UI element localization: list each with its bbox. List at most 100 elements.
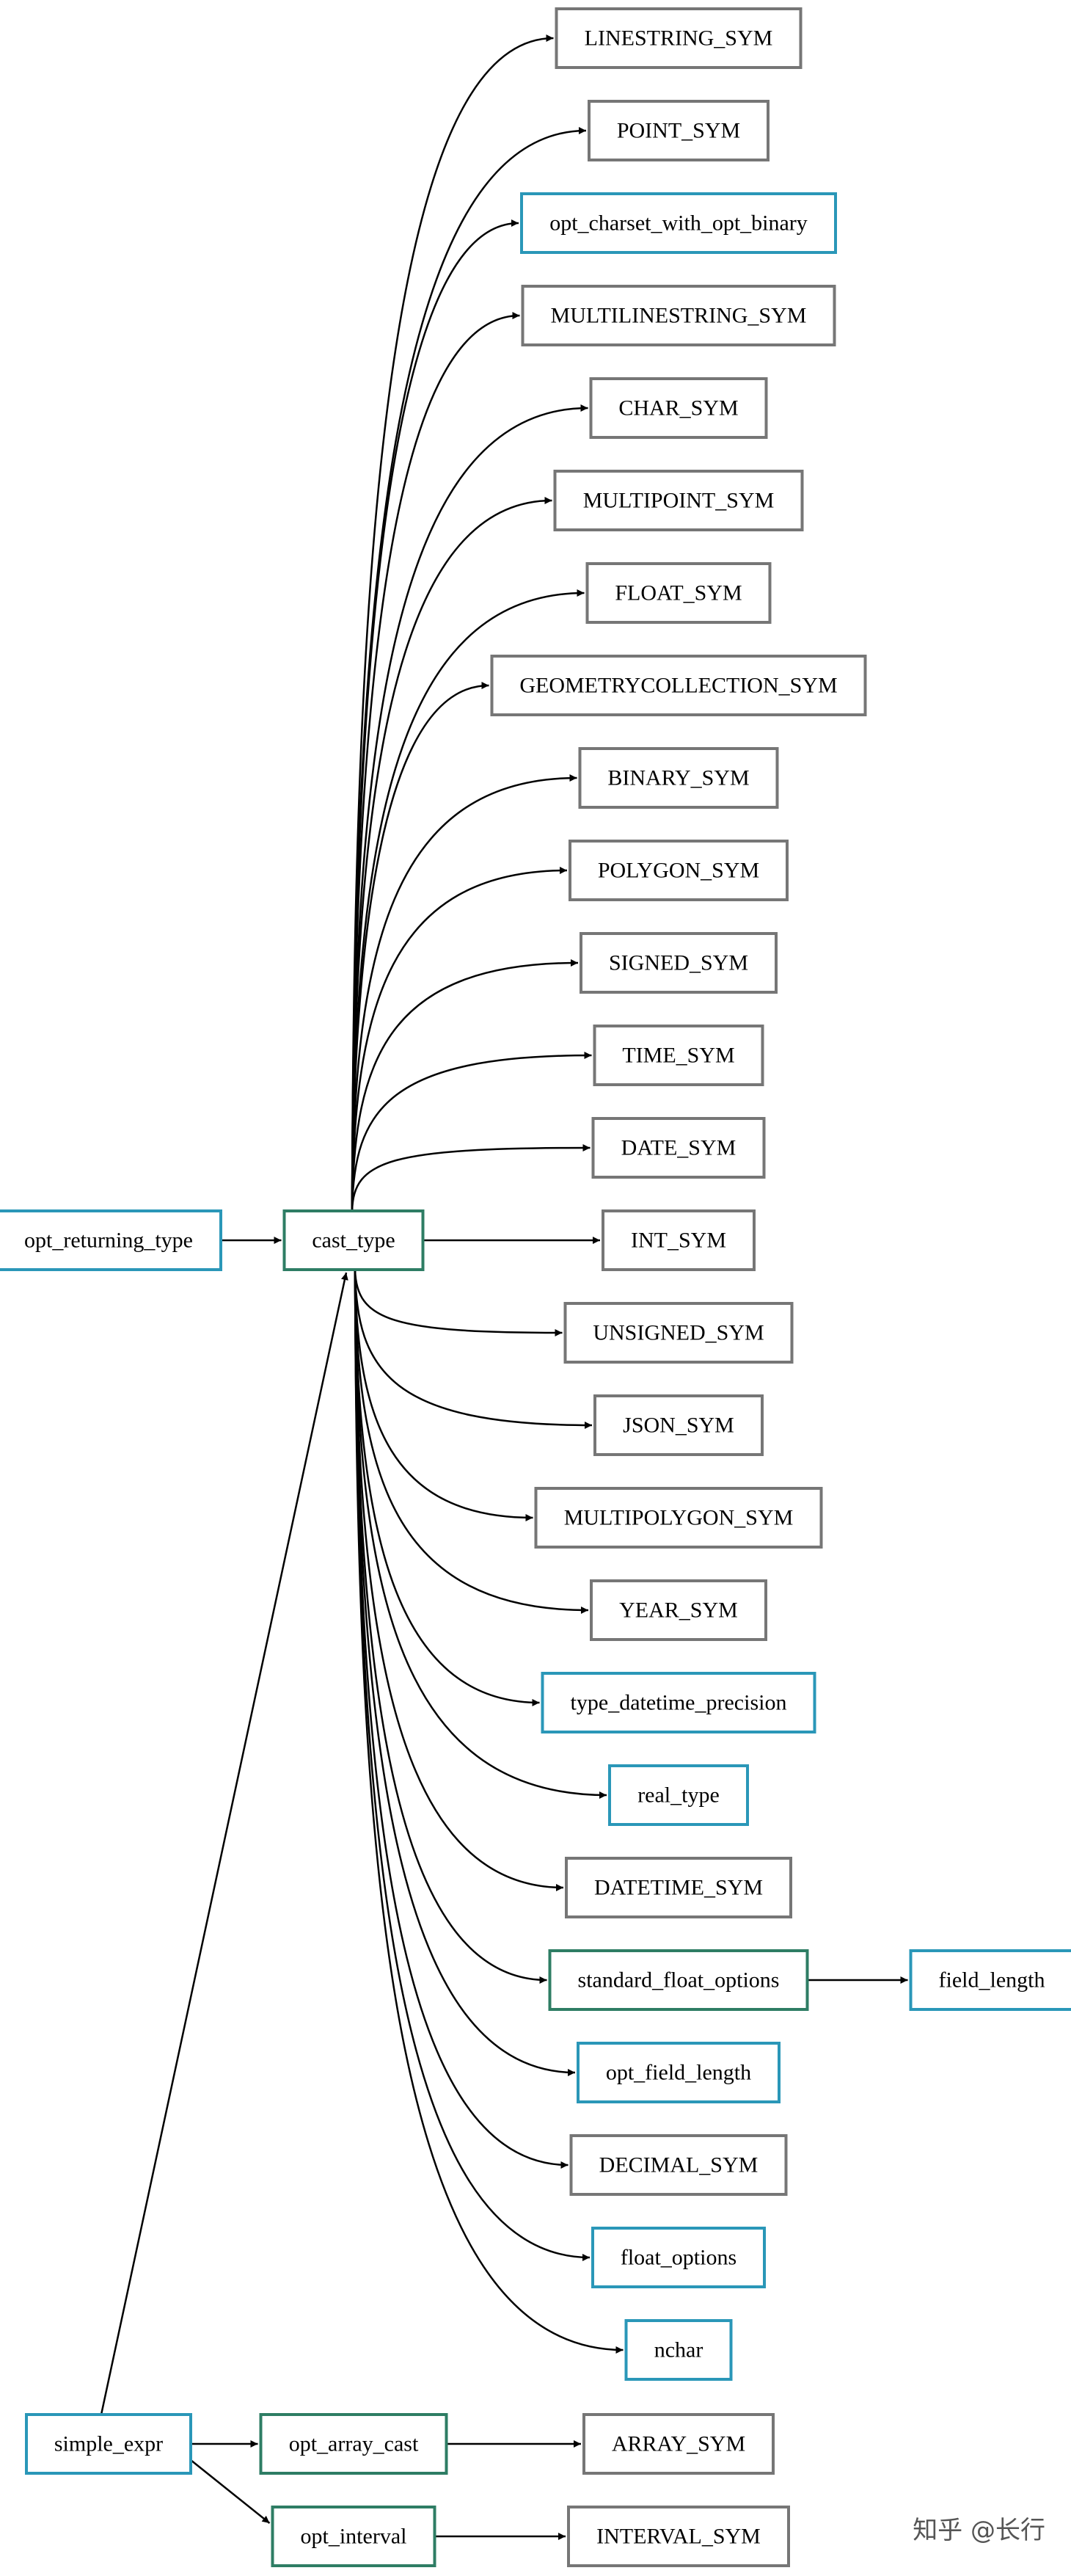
node-opt-returning-type: opt_returning_type	[0, 1209, 222, 1271]
edge-cast-type-to-time-sym	[351, 1052, 592, 1212]
node-label: POINT_SYM	[617, 119, 740, 143]
node-box	[520, 192, 837, 254]
edges-layer	[100, 34, 908, 2540]
node-box	[569, 840, 789, 901]
node-signed-sym: SIGNED_SYM	[580, 932, 778, 994]
edge-cast-type-to-char-sym	[351, 404, 588, 1212]
node-label: MULTIPOLYGON_SYM	[564, 1506, 794, 1530]
node-box	[580, 932, 778, 994]
node-label: LINESTRING_SYM	[585, 26, 773, 51]
node-box	[591, 1117, 766, 1179]
node-box	[534, 1487, 823, 1549]
node-label: opt_interval	[301, 2525, 407, 2549]
node-linestring-sym: LINESTRING_SYM	[555, 7, 803, 69]
node-interval-sym: INTERVAL_SYM	[567, 2506, 790, 2567]
node-box	[259, 2413, 448, 2475]
node-box	[563, 1302, 794, 1364]
node-box	[282, 1209, 425, 1271]
node-decimal-sym: DECIMAL_SYM	[569, 2134, 788, 2196]
node-simple-expr: simple_expr	[25, 2413, 192, 2475]
node-multipolygon-sym: MULTIPOLYGON_SYM	[534, 1487, 823, 1549]
node-label: opt_returning_type	[24, 1229, 193, 1253]
node-geometrycollection-sym: GEOMETRYCOLLECTION_SYM	[490, 655, 867, 716]
node-label: POLYGON_SYM	[598, 859, 759, 883]
node-label: DATETIME_SYM	[594, 1876, 763, 1900]
node-box	[521, 285, 836, 346]
node-label: INTERVAL_SYM	[596, 2525, 761, 2549]
node-box	[585, 562, 772, 624]
node-box	[590, 1579, 767, 1641]
node-field-length: field_length	[909, 1949, 1071, 2011]
node-label: TIME_SYM	[622, 1044, 734, 1068]
node-label: simple_expr	[54, 2432, 163, 2456]
node-opt-field-length: opt_field_length	[577, 2042, 781, 2103]
node-box	[909, 1949, 1071, 2011]
node-box	[588, 100, 770, 161]
node-label: SIGNED_SYM	[609, 951, 748, 975]
node-box	[569, 2134, 788, 2196]
node-label: YEAR_SYM	[619, 1598, 738, 1623]
edge-cast-type-to-datetime-sym	[354, 1269, 564, 1891]
node-label: DATE_SYM	[621, 1136, 736, 1160]
node-box	[593, 1025, 764, 1086]
edge-cast-type-to-type-datetime-precision	[354, 1269, 540, 1706]
node-float-sym: FLOAT_SYM	[585, 562, 772, 624]
node-polygon-sym: POLYGON_SYM	[569, 840, 789, 901]
node-box	[624, 2319, 733, 2381]
node-year-sym: YEAR_SYM	[590, 1579, 767, 1641]
node-standard-float-options: standard_float_options	[548, 1949, 809, 2011]
node-label: GEOMETRYCOLLECTION_SYM	[519, 674, 837, 698]
node-label: opt_field_length	[606, 2061, 751, 2085]
node-datetime-sym: DATETIME_SYM	[565, 1857, 792, 1918]
edge-simple-expr-to-cast-type	[100, 1272, 348, 2415]
edge-cast-type-to-opt-charset-with-opt-binary	[351, 219, 519, 1212]
node-multipoint-sym: MULTIPOINT_SYM	[553, 470, 804, 531]
node-box	[591, 2227, 766, 2288]
node-label: float_options	[621, 2246, 736, 2270]
node-label: BINARY_SYM	[607, 766, 749, 790]
edge-cast-type-to-multilinestring-sym	[351, 312, 520, 1212]
node-json-sym: JSON_SYM	[593, 1394, 764, 1456]
node-array-sym: ARRAY_SYM	[582, 2413, 775, 2475]
edge-cast-type-to-geometrycollection-sym	[351, 682, 489, 1212]
node-binary-sym: BINARY_SYM	[578, 747, 779, 809]
node-unsigned-sym: UNSIGNED_SYM	[563, 1302, 794, 1364]
node-box	[0, 1209, 222, 1271]
edge-cast-type-to-multipoint-sym	[351, 497, 552, 1212]
node-box	[490, 655, 867, 716]
node-box	[577, 2042, 781, 2103]
node-box	[602, 1209, 756, 1271]
node-int-sym: INT_SYM	[602, 1209, 756, 1271]
node-date-sym: DATE_SYM	[591, 1117, 766, 1179]
node-box	[593, 1394, 764, 1456]
edge-cast-type-to-real-type	[354, 1269, 607, 1799]
node-label: CHAR_SYM	[618, 396, 738, 421]
node-label: DECIMAL_SYM	[599, 2153, 759, 2177]
node-type-datetime-precision: type_datetime_precision	[541, 1672, 816, 1733]
node-label: UNSIGNED_SYM	[593, 1321, 764, 1345]
node-box	[565, 1857, 792, 1918]
node-multilinestring-sym: MULTILINESTRING_SYM	[521, 285, 836, 346]
node-label: opt_array_cast	[289, 2432, 419, 2456]
node-box	[271, 2506, 436, 2567]
edge-cast-type-to-multipolygon-sym	[354, 1269, 533, 1521]
node-label: opt_charset_with_opt_binary	[549, 211, 808, 236]
edge-cast-type-to-decimal-sym	[354, 1269, 569, 2169]
edge-cast-type-to-unsigned-sym	[354, 1269, 563, 1336]
edge-cast-type-to-binary-sym	[351, 774, 577, 1212]
node-box	[608, 1764, 749, 1826]
node-label: JSON_SYM	[623, 1413, 734, 1438]
node-label: MULTILINESTRING_SYM	[551, 304, 807, 328]
edge-cast-type-to-date-sym	[351, 1144, 591, 1212]
node-label: cast_type	[312, 1229, 395, 1253]
node-box	[567, 2506, 790, 2567]
node-label: standard_float_options	[578, 1968, 780, 1993]
node-box	[553, 470, 804, 531]
node-cast-type: cast_type	[282, 1209, 425, 1271]
node-label: INT_SYM	[631, 1229, 726, 1253]
node-float-options: float_options	[591, 2227, 766, 2288]
edge-cast-type-to-polygon-sym	[351, 867, 568, 1212]
node-label: nchar	[654, 2338, 703, 2362]
node-box	[548, 1949, 809, 2011]
